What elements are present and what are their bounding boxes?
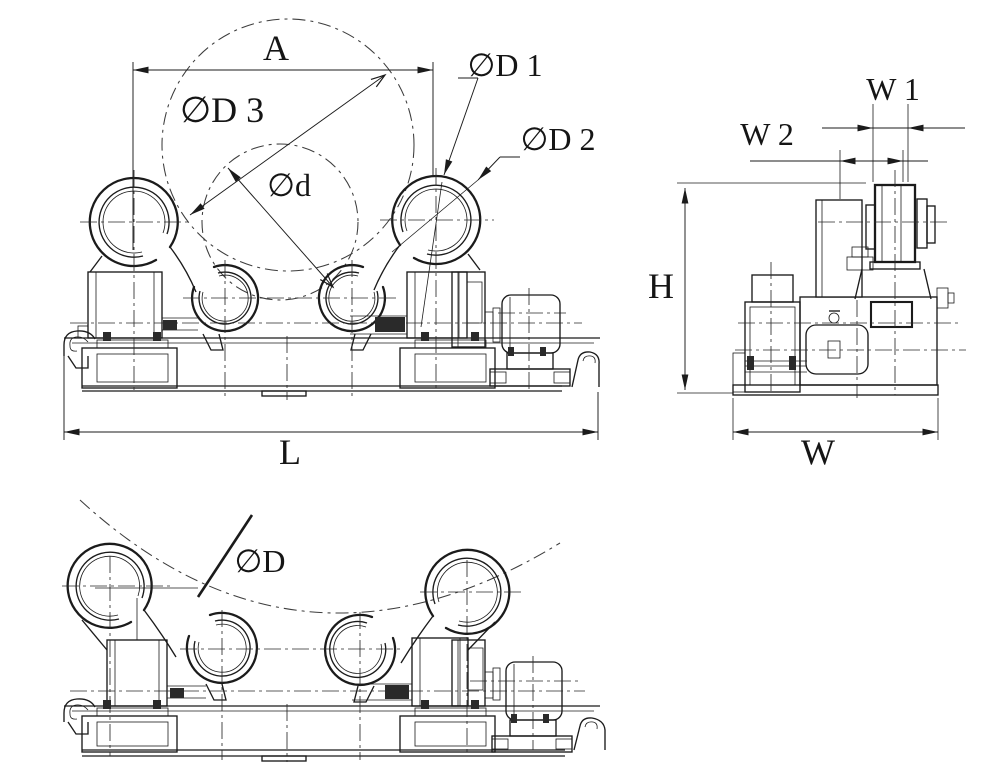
- drive-gearbox: [451, 271, 501, 348]
- pipe-arc-d: [79, 499, 561, 614]
- label-d3: ∅D 3: [180, 90, 264, 130]
- right-roller-wheel: [373, 174, 482, 291]
- label-w: W: [801, 432, 835, 472]
- label-l: L: [279, 432, 301, 472]
- left-rail-clamp: [63, 330, 96, 369]
- bottom-view: ∅D: [62, 499, 606, 762]
- dimension-l: L: [63, 350, 599, 472]
- label-d2: ∅D 2: [521, 121, 596, 157]
- leader-d1: ∅D 1: [420, 47, 543, 328]
- label-h: H: [648, 266, 674, 306]
- bottom-motor: [491, 661, 573, 753]
- bottom-right-screw: [352, 683, 412, 701]
- side-tie-bars: [732, 352, 807, 393]
- bottom-left-roller-wheel: [66, 542, 177, 658]
- dimension-d-small: ∅d: [227, 167, 335, 289]
- dimension-d3: ∅D 3: [180, 73, 387, 216]
- bottom-center-lines: [62, 556, 585, 762]
- dimension-w: W: [732, 398, 939, 472]
- bottom-left-column: [106, 598, 168, 707]
- side-gearbox: [815, 199, 874, 298]
- dimension-w2: W 2: [740, 116, 928, 199]
- bottom-right-roller-wheel: [400, 548, 511, 664]
- pipe-circle-d3: [161, 18, 415, 272]
- right-support-column: [406, 271, 483, 339]
- side-view: H W 1 W 2 W: [648, 71, 966, 472]
- left-support-column: [77, 271, 163, 339]
- drive-motor: [489, 294, 571, 387]
- left-adjust-screw: [162, 317, 198, 331]
- leader-d2: ∅D 2: [391, 121, 596, 253]
- label-d-small: ∅d: [267, 167, 311, 203]
- dimension-w1: W 1: [822, 71, 965, 182]
- bottom-left-travel-base: [81, 700, 178, 753]
- bottom-right-rail-clamp: [573, 717, 606, 751]
- dimension-h: H: [648, 182, 866, 394]
- bottom-right-travel-base: [399, 700, 496, 753]
- dimension-a: A: [132, 28, 434, 250]
- bottom-right-column: [411, 637, 484, 707]
- right-adjust-screw: [350, 315, 407, 335]
- right-rail-clamp: [571, 351, 600, 388]
- label-w2: W 2: [740, 116, 794, 152]
- label-d1: ∅D 1: [468, 47, 543, 83]
- right-travel-base: [399, 332, 496, 389]
- label-a: A: [263, 28, 289, 68]
- label-d-big: ∅D: [235, 543, 286, 579]
- bottom-left-rail-clamp: [63, 698, 96, 735]
- right-inner-roller: [317, 263, 387, 351]
- left-travel-base: [81, 332, 178, 389]
- bottom-left-screw: [167, 685, 206, 699]
- side-center-lines: [735, 170, 966, 398]
- front-view: A ∅D 3 ∅d ∅D 1 ∅D 2 L: [63, 18, 600, 472]
- front-center-lines: [70, 168, 582, 400]
- bottom-left-inner-roller: [185, 611, 259, 701]
- side-motor: [805, 310, 869, 375]
- label-w1: W 1: [866, 71, 920, 107]
- leader-d-big: ∅D: [196, 514, 286, 598]
- left-roller-wheel: [88, 176, 197, 293]
- left-inner-roller: [190, 263, 260, 351]
- side-pedestal: [744, 274, 801, 393]
- bottom-gearbox: [451, 639, 501, 707]
